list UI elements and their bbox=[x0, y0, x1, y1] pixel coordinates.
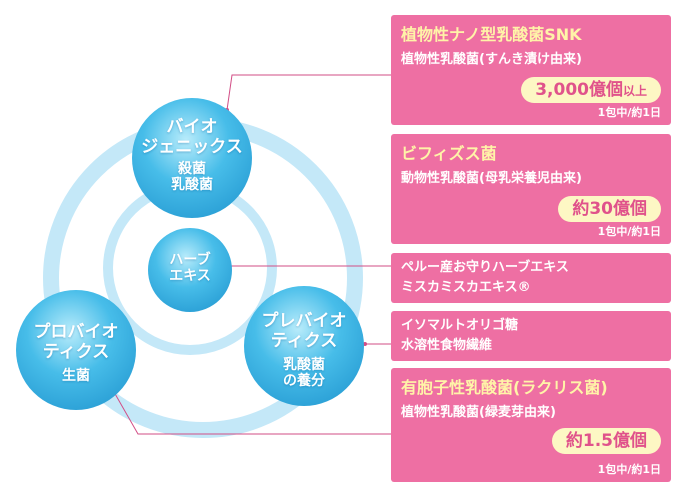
snk-per: 1包中/約1日 bbox=[597, 106, 661, 119]
probiotics-title-2: ティクス bbox=[42, 341, 110, 362]
connector-snk bbox=[226, 74, 391, 111]
herb-title-1: ハーブ bbox=[169, 252, 211, 268]
bifidus-desc: 動物性乳酸菌(母乳栄養児由来) bbox=[401, 171, 582, 186]
prebiotics-sub-1: 乳酸菌 bbox=[283, 357, 325, 374]
lacris-amount: 約1.5億個 bbox=[551, 428, 661, 454]
box-iso: イソマルトオリゴ糖 水溶性食物繊維 bbox=[391, 311, 671, 361]
probiotics-sub-1: 生菌 bbox=[62, 368, 90, 385]
lacris-name: 有胞子性乳酸菌(ラクリス菌) bbox=[401, 378, 608, 397]
box-herb: ペルー産お守りハーブエキス ミスカミスカエキス® bbox=[391, 253, 671, 303]
box-lacris: 有胞子性乳酸菌(ラクリス菌) 植物性乳酸菌(緑麦芽由来) 約1.5億個 1包中/… bbox=[391, 368, 671, 482]
snk-amount-pill: 3,000億個以上 bbox=[521, 77, 661, 103]
circle-probiotics bbox=[16, 290, 136, 410]
lacris-per: 1包中/約1日 bbox=[597, 463, 661, 476]
biogenics-title-2: ジェニックス bbox=[141, 136, 243, 157]
connector-dot-iso bbox=[363, 342, 367, 346]
probiotics-label: プロバイオ ティクス 生菌 bbox=[16, 322, 136, 385]
snk-desc: 植物性乳酸菌(すんき漬け由来) bbox=[401, 52, 582, 67]
circle-herb bbox=[148, 228, 232, 312]
biogenics-sub-1: 殺菌 bbox=[178, 161, 206, 178]
herb-label: ハーブ エキス bbox=[150, 252, 230, 284]
bifidus-amount: 約30億個 bbox=[558, 196, 661, 222]
lacris-desc: 植物性乳酸菌(緑麦芽由来) bbox=[401, 405, 556, 420]
circle-biogenics bbox=[132, 98, 252, 218]
iso-line-1: イソマルトオリゴ糖 bbox=[401, 318, 519, 333]
herb-title-2: エキス bbox=[169, 268, 211, 285]
herb-line-1: ペルー産お守りハーブエキス bbox=[401, 260, 569, 275]
biogenics-label: バイオ ジェニックス 殺菌 乳酸菌 bbox=[132, 117, 252, 194]
prebiotics-title-1: プレバイオ bbox=[261, 311, 347, 331]
herb-line-2: ミスカミスカエキス® bbox=[401, 280, 531, 295]
connector-lacris bbox=[113, 391, 391, 435]
biogenics-sub-2: 乳酸菌 bbox=[171, 177, 213, 194]
box-bifidus: ビフィズス菌 動物性乳酸菌(母乳栄養児由来) 約30億個 1包中/約1日 bbox=[391, 134, 671, 244]
snk-name: 植物性ナノ型乳酸菌SNK bbox=[401, 25, 582, 44]
snk-amount: 3,000億個 bbox=[535, 80, 623, 100]
biogenics-title-1: バイオ bbox=[166, 117, 218, 137]
circle-prebiotics bbox=[244, 286, 364, 406]
prebiotics-sub-2: の養分 bbox=[283, 373, 325, 390]
box-snk: 植物性ナノ型乳酸菌SNK 植物性乳酸菌(すんき漬け由来) 3,000億個以上 1… bbox=[391, 15, 671, 125]
probiotics-title-1: プロバイオ bbox=[33, 322, 119, 342]
snk-amount-suffix: 以上 bbox=[622, 84, 647, 98]
bifidus-name: ビフィズス菌 bbox=[401, 144, 497, 163]
prebiotics-title-2: ティクス bbox=[270, 330, 338, 351]
bifidus-per: 1包中/約1日 bbox=[597, 225, 661, 238]
prebiotics-label: プレバイオ ティクス 乳酸菌 の養分 bbox=[244, 311, 364, 390]
iso-line-2: 水溶性食物繊維 bbox=[401, 338, 493, 353]
